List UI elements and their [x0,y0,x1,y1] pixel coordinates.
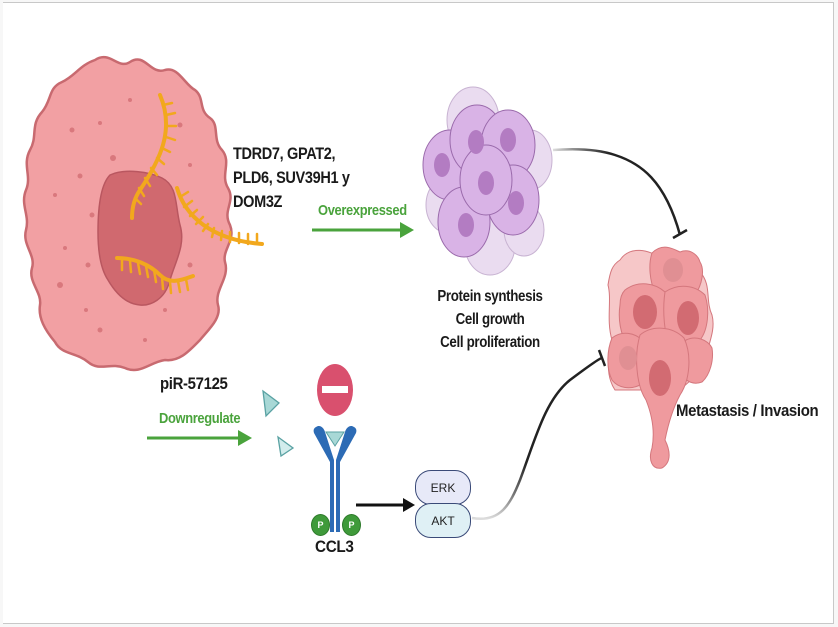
akt-kinase: AKT [415,503,471,538]
effects-label: Protein synthesis Cell growth Cell proli… [426,285,555,354]
cancer-cell-icon [22,55,233,372]
effect-item: Protein synthesis [437,288,543,305]
effect-item: Cell growth [455,311,525,328]
gene-line: DOM3Z [233,193,283,211]
inhibition-arrow-bottom [471,349,607,521]
downregulate-arrow [147,430,252,446]
rna-strand-icon [115,93,264,295]
activation-arrow [356,498,415,512]
pirna-label: piR-57125 [160,374,228,393]
inhibitor-icon [317,364,353,416]
gene-line: PLD6, SUV39H1 y [233,169,350,187]
metastasis-cells-icon [607,246,714,469]
phospho-icon: P [342,514,361,536]
phospho-icon: P [311,514,330,536]
nucleus-icon [97,170,183,306]
downregulate-label: Downregulate [159,410,241,427]
erk-kinase: ERK [415,470,471,505]
inhibition-arrow-top [552,147,688,240]
overexpressed-label: Overexpressed [318,202,407,219]
ligand-icon [262,389,295,458]
effect-item: Cell proliferation [440,334,540,351]
receptor-icon [313,425,357,532]
gene-list-label: TDRD7, GPAT2, PLD6, SUV39H1 y DOM3Z [233,142,350,214]
outcome-label: Metastasis / Invasion [676,401,819,420]
receptor-label: CCL3 [315,537,354,556]
proliferating-cells-icon [422,86,553,276]
gene-line: TDRD7, GPAT2, [233,145,336,163]
overexpressed-arrow [312,222,414,238]
